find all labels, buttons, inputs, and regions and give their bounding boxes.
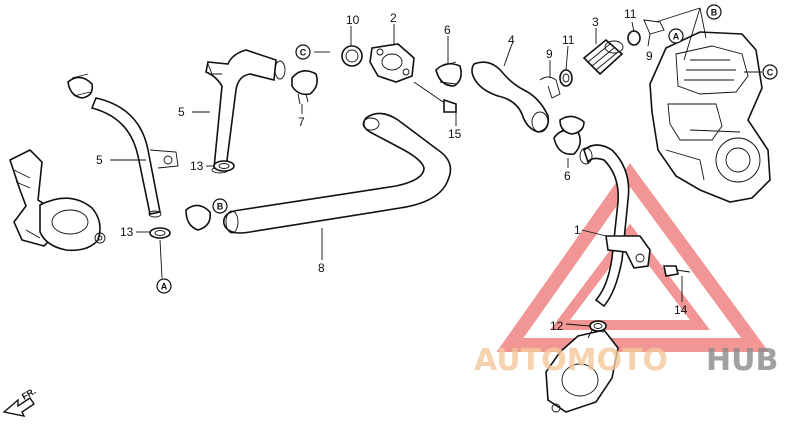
svg-text:C: C [767, 68, 774, 78]
svg-text:B: B [711, 8, 718, 18]
ref-a-left: A [156, 278, 172, 294]
clip-9-lower [539, 76, 561, 99]
callout-4: 4 [508, 33, 515, 47]
pipe-1 [579, 144, 651, 308]
callouts: 10 2 6 4 3 11 9 11 9 5 5 13 13 7 8 15 6 … [96, 7, 688, 333]
svg-text:B: B [217, 202, 224, 212]
callout-6-lower: 6 [564, 169, 571, 183]
thermostat-housing-left [9, 149, 106, 252]
front-direction-arrow: FR. [2, 386, 38, 417]
watermark-brand-primary: AUTOMOTO [474, 343, 668, 378]
washer-13-upper [213, 160, 235, 172]
hose-8 [223, 112, 452, 234]
pipe-5-upper [205, 49, 286, 174]
callout-12: 12 [550, 319, 564, 333]
o-ring-10 [341, 45, 363, 67]
ref-a-right: A [668, 28, 684, 44]
watermark-text: AUTOMOTO HUB [474, 343, 778, 378]
callout-13-upper: 13 [190, 159, 204, 173]
callout-9-lower: 9 [546, 47, 553, 61]
engine-block [649, 31, 771, 203]
callout-9-upper: 9 [646, 49, 653, 63]
callout-10: 10 [346, 13, 360, 27]
callout-6-upper: 6 [444, 23, 451, 37]
bolt-14 [663, 265, 691, 277]
clamp-13-b [185, 204, 212, 231]
svg-text:C: C [300, 48, 307, 58]
ref-b-left: B [212, 198, 228, 214]
callout-15: 15 [448, 127, 462, 141]
pipe-5-left [90, 97, 179, 218]
svg-text:A: A [161, 282, 168, 292]
bolt-15 [413, 81, 457, 113]
callout-3: 3 [592, 15, 599, 29]
svg-text:A: A [673, 32, 680, 42]
o-ring-11 [559, 69, 573, 87]
o-ring-11-upper [627, 30, 641, 46]
leader-lines [110, 7, 762, 327]
callout-5-lower: 5 [96, 153, 103, 167]
front-direction-label: FR. [20, 386, 38, 402]
callout-7: 7 [298, 115, 305, 129]
ref-c-right: C [762, 64, 778, 80]
callout-13-lower: 13 [120, 225, 134, 239]
callout-1: 1 [574, 223, 581, 237]
callout-5-upper: 5 [178, 105, 185, 119]
pipe-3 [582, 38, 624, 76]
clamp-6-lower [553, 115, 585, 155]
ref-b-right: B [706, 4, 722, 20]
callout-2: 2 [390, 11, 397, 25]
washer-13-lower [149, 227, 171, 239]
clamp-left-top [67, 73, 94, 99]
callout-11-lower: 11 [562, 33, 575, 47]
hose-4 [471, 61, 550, 133]
clamp-6-upper [435, 61, 462, 87]
ref-c-left: C [295, 44, 311, 60]
clamp-7 [291, 70, 318, 105]
clip-9-upper [643, 19, 665, 35]
callout-14: 14 [674, 303, 688, 317]
joint-2 [369, 43, 415, 83]
callout-11-upper: 11 [624, 7, 637, 21]
watermark-triangle [496, 163, 769, 352]
watermark-brand-secondary: HUB [706, 343, 778, 378]
callout-8: 8 [318, 261, 325, 275]
water-pump-bottom [545, 329, 619, 413]
